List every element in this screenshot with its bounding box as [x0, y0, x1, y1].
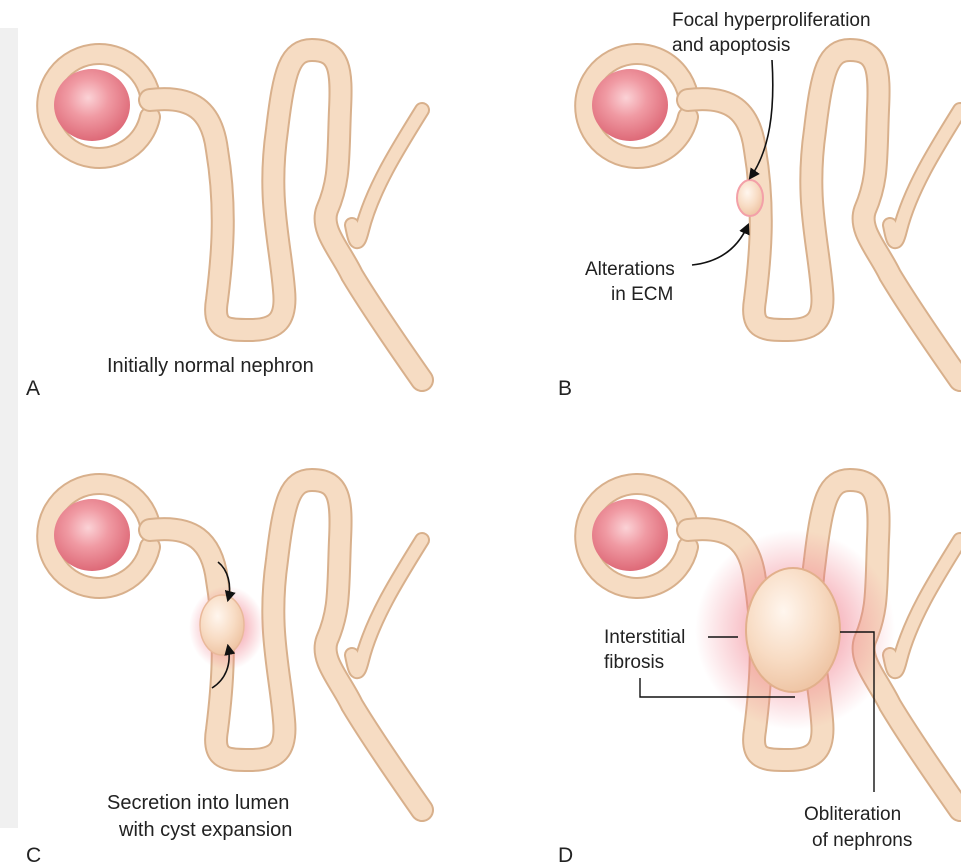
focal-label-line2: and apoptosis	[672, 35, 790, 56]
panel-c	[47, 480, 422, 810]
small-cyst	[200, 595, 244, 655]
caption-a: Initially normal nephron	[107, 355, 314, 377]
panel-label-c: C	[26, 844, 41, 867]
obliteration-label-line2: of nephrons	[812, 830, 912, 851]
panel-label-b: B	[558, 377, 572, 400]
panel-label-a: A	[26, 377, 40, 400]
fibrosis-label-line1: Interstitial	[604, 627, 685, 648]
large-cyst	[746, 568, 840, 692]
fibrosis-label-line2: fibrosis	[604, 652, 664, 673]
panel-label-d: D	[558, 844, 573, 867]
panel-a	[47, 50, 422, 380]
ecm-label-line1: Alterations	[585, 259, 675, 280]
nephron-a	[47, 50, 422, 380]
focal-lesion	[737, 180, 763, 216]
caption-c-line1: Secretion into lumen	[107, 792, 289, 814]
focal-label-line1: Focal hyperproliferation	[672, 10, 871, 31]
caption-c-line2: with cyst expansion	[118, 819, 292, 841]
ecm-arrow	[692, 225, 748, 265]
ecm-label-line2: in ECM	[611, 284, 673, 305]
obliteration-label-line1: Obliteration	[804, 804, 901, 825]
